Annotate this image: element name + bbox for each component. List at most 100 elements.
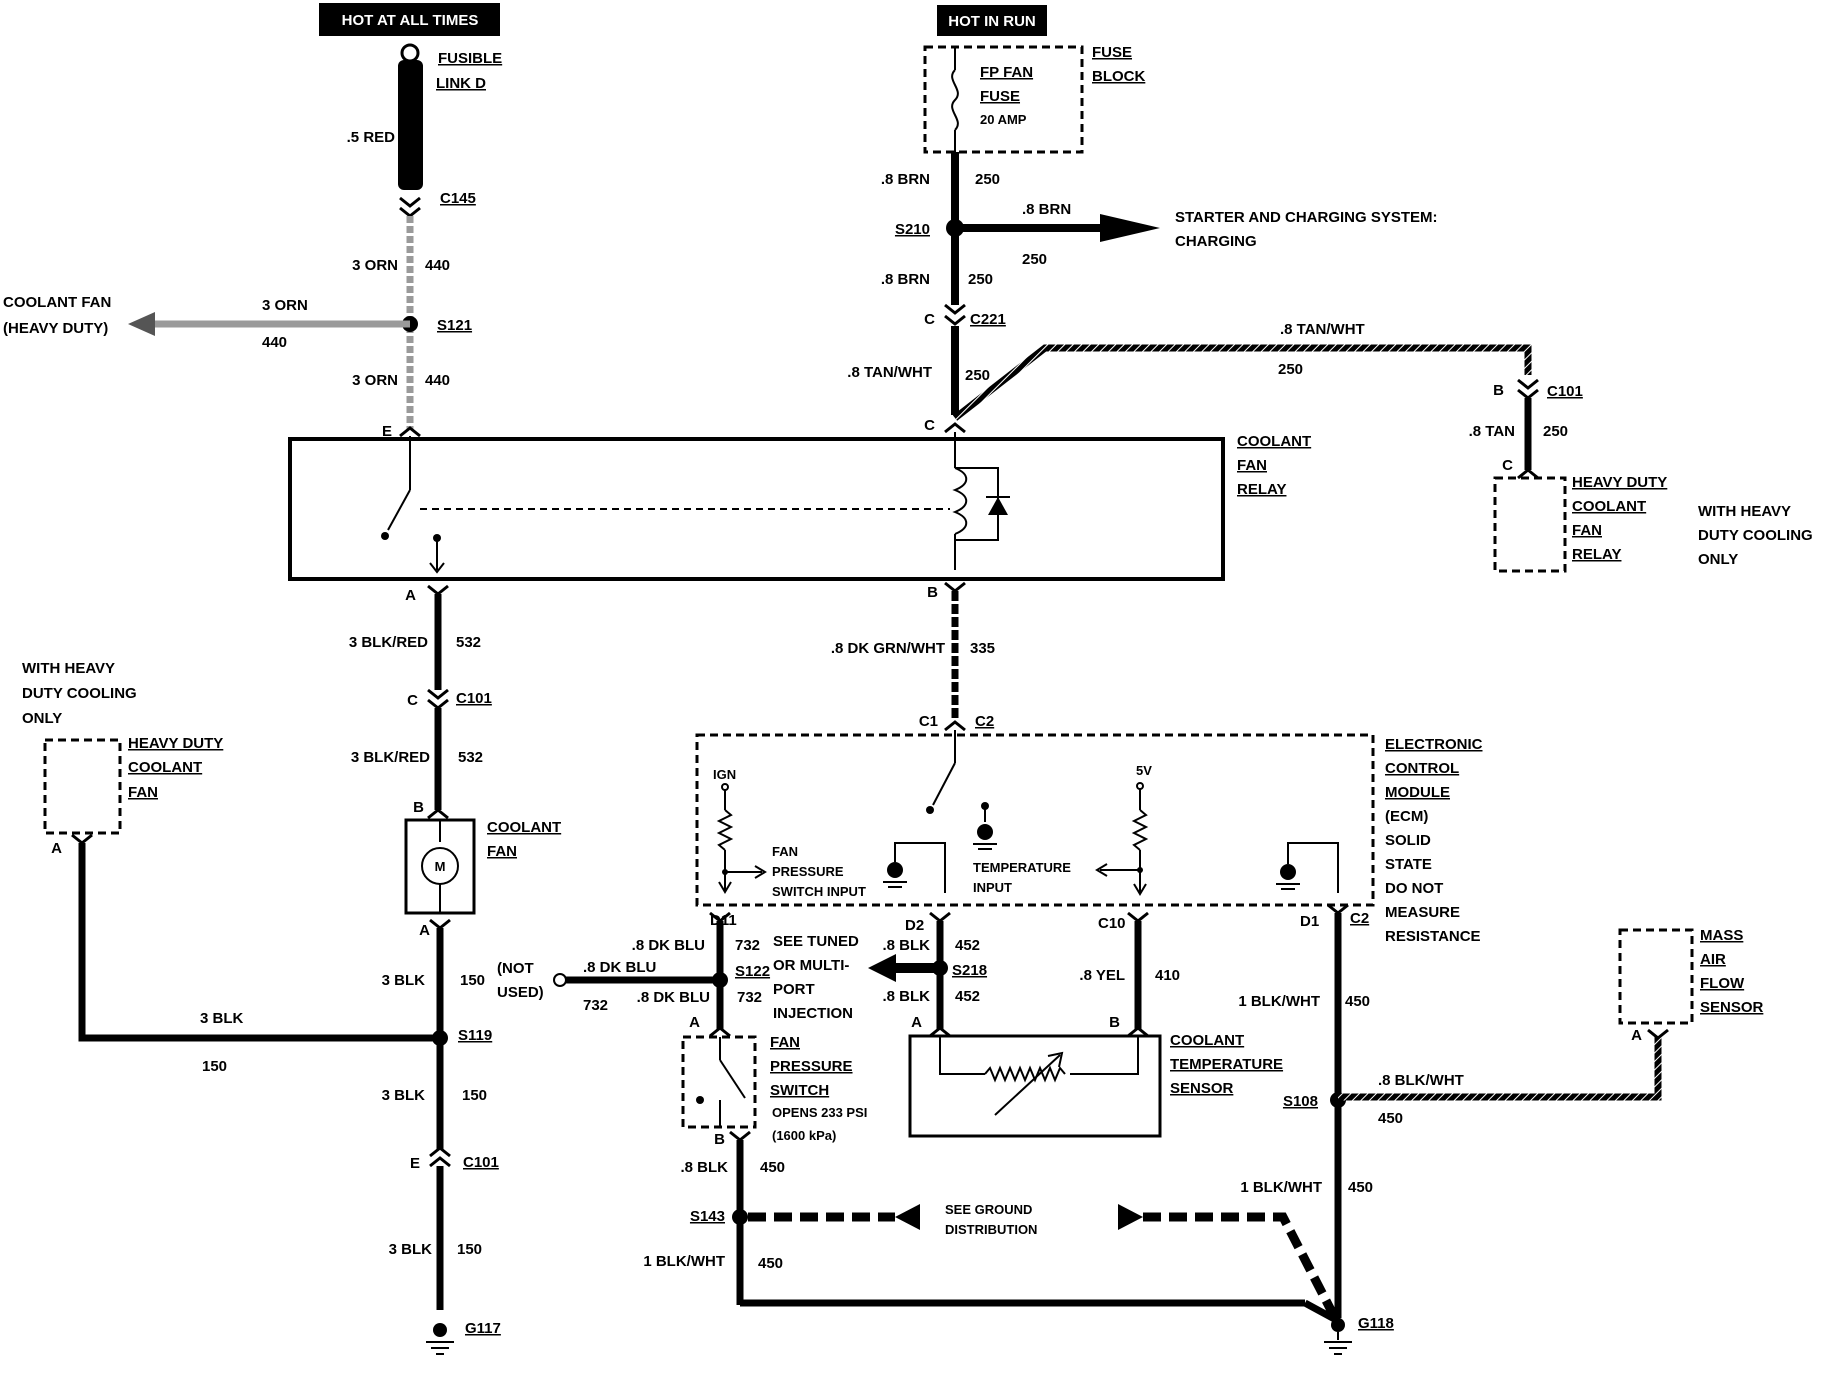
- hd-relay-label-1-label: HEAVY DUTY: [1572, 474, 1667, 491]
- fps-circuit-circuit-3-label: 450: [760, 1159, 785, 1176]
- arrow-left-icon: [868, 954, 896, 982]
- fan-circuit-circuit-2-label: 532: [458, 749, 483, 766]
- hd-relay-circuit-label: 250: [1543, 423, 1568, 440]
- hd-fan-note-2-label: DUTY COOLING: [22, 685, 137, 702]
- ground-g117: G117: [426, 1320, 501, 1355]
- cts-circuit-pin-a-label: A: [911, 1014, 922, 1031]
- heavy-duty-coolant-fan-relay: B C101 .8 TAN 250 C HEAVY DUTY COOLANT F…: [1469, 378, 1813, 573]
- fan-circuit-wire-2-label: 3 BLK/RED: [351, 749, 430, 766]
- fan-pressure-switch: FAN PRESSURE SWITCH OPENS 233 PSI (1600 …: [681, 1034, 867, 1143]
- fan-circuit-wire-3-label: 3 BLK: [382, 972, 426, 989]
- fan-circuit-connector-label: C101: [456, 690, 492, 707]
- ecm-label-4-label: (ECM): [1385, 808, 1428, 825]
- relay-label-3-label: RELAY: [1237, 481, 1286, 498]
- fps-circuit-branch-circuit-label: 732: [583, 997, 608, 1014]
- fan-circuit-motor-label: M: [435, 859, 446, 874]
- fps-circuit-splice-label: S122: [735, 963, 770, 980]
- ecm-fps-3-label: SWITCH INPUT: [772, 884, 866, 899]
- cts-circuit-label-1-label: COOLANT: [1170, 1032, 1244, 1049]
- fuse-block-name-1-label: FUSE: [1092, 44, 1132, 61]
- left-feed-wire-label: 3 ORN: [352, 372, 398, 389]
- fan-circuit-wire-5-label: 3 BLK: [389, 1241, 433, 1258]
- wire-250-tan-wht: [952, 344, 1532, 421]
- center-feed-circuit-b-label: 250: [968, 271, 993, 288]
- fan-circuit-wire-4-label: 3 BLK: [382, 1087, 426, 1104]
- heavy-duty-coolant-fan: WITH HEAVY DUTY COOLING ONLY HEAVY DUTY …: [22, 660, 223, 857]
- coolant-fan-relay: COOLANT FAN RELAY: [288, 432, 1311, 581]
- center-feed-branch-wire-label: .8 TAN/WHT: [1280, 321, 1365, 338]
- fps-circuit-splice-2-label: S143: [690, 1208, 725, 1225]
- fps-circuit-label-2-label: PRESSURE: [770, 1058, 853, 1075]
- ground-circuit-splice-label: S108: [1283, 1093, 1318, 1110]
- ecm-label-1-label: ELECTRONIC: [1385, 736, 1483, 753]
- arrow-left-icon: [128, 312, 155, 336]
- ecm-temp-1-label: TEMPERATURE: [973, 860, 1071, 875]
- fps-circuit-wire-3-label: .8 BLK: [680, 1159, 728, 1176]
- cts-circuit-splice-label: S218: [952, 962, 987, 979]
- fan-circuit-circuit-4-label: 150: [462, 1087, 487, 1104]
- fusible-link-d: FUSIBLE LINK D .5 RED C145: [347, 43, 502, 218]
- fuse-block-fuse-1-label: FP FAN: [980, 64, 1033, 81]
- fps-circuit-spec-2-label: (1600 kPa): [772, 1128, 836, 1143]
- hd-fan-pin-label: A: [51, 840, 62, 857]
- ecm-fps-2-label: PRESSURE: [772, 864, 844, 879]
- fan-circuit-circuit-5-label: 150: [457, 1241, 482, 1258]
- center-feed-charging-wire-label: .8 BRN: [1022, 201, 1071, 218]
- ecm-pin-c2-label: C2: [1350, 910, 1369, 927]
- cts-circuit-circuit-1-label: 452: [955, 937, 980, 954]
- fps-circuit-label-3-label: SWITCH: [770, 1082, 829, 1099]
- ground-circuit-maf-circuit-label: 450: [1378, 1110, 1403, 1127]
- hd-relay-label-3-label: FAN: [1572, 522, 1602, 539]
- cts-circuit-wire-2-label: .8 BLK: [882, 988, 930, 1005]
- left-feed-splice-label: S121: [437, 317, 472, 334]
- fps-circuit-not-used-1-label: (NOT: [497, 960, 534, 977]
- left-feed-relay-pin-label: E: [382, 423, 392, 440]
- center-feed-circuit-a-label: 250: [975, 171, 1000, 188]
- ecm-pin-d2-label: D2: [905, 917, 924, 934]
- hd-fan-label-1-label: HEAVY DUTY: [128, 735, 223, 752]
- fan-circuit-ground-label: G117: [465, 1320, 501, 1337]
- fps-circuit-see-3-label: PORT: [773, 981, 815, 998]
- fuse-block: FUSE BLOCK FP FAN FUSE 20 AMP: [923, 44, 1145, 154]
- ecm-note-5-label: RESISTANCE: [1385, 928, 1481, 945]
- fan-circuit-fan-pin-a-label: A: [419, 922, 430, 939]
- electronic-control-module: IGN FAN PRESSURE SWITCH INPUT TEMPERATUR…: [695, 730, 1483, 945]
- ecm-pin-c10-label: C10: [1098, 915, 1126, 932]
- left-feed-wire-label: 3 ORN: [352, 257, 398, 274]
- ecm-ign-label: IGN: [713, 767, 736, 782]
- cts-circuit-pin-b-label: B: [1109, 1014, 1120, 1031]
- center-feed-relay-pin-label: C: [924, 417, 935, 434]
- center-feed-circuit-c-label: 250: [965, 367, 990, 384]
- ground-note-line-2-label: DISTRIBUTION: [945, 1222, 1037, 1237]
- cts-circuit-label-3-label: SENSOR: [1170, 1080, 1234, 1097]
- power-hot-at-all-times-label: HOT AT ALL TIMES: [342, 12, 479, 29]
- center-feed-wire-b-label: .8 BRN: [881, 271, 930, 288]
- ground-circuit-wire-2-label: 1 BLK/WHT: [1240, 1179, 1322, 1196]
- fps-circuit-label-1-label: FAN: [770, 1034, 800, 1051]
- center-feed-connector-label: C221: [970, 311, 1006, 328]
- ecm-temp-2-label: INPUT: [973, 880, 1012, 895]
- left-feed-circuit-label: 440: [425, 372, 450, 389]
- ground-circuit-circuit-1-label: 450: [1345, 993, 1370, 1010]
- hd-relay-conn-pin-label: B: [1493, 382, 1504, 399]
- hd-relay-note-2-label: DUTY COOLING: [1698, 527, 1813, 544]
- center-feed-splice-label: S210: [895, 221, 930, 238]
- maf-pin-label: A: [1631, 1027, 1642, 1044]
- hot-in-run-header: HOT IN RUN: [937, 5, 1047, 36]
- ecm-label-3-label: MODULE: [1385, 784, 1450, 801]
- fps-circuit-see-4-label: INJECTION: [773, 1005, 853, 1022]
- ecm-v5-label: 5V: [1136, 763, 1152, 778]
- fan-circuit-conn-pin-label: C: [407, 692, 418, 709]
- relay-pin-a-label: A: [405, 587, 416, 604]
- relay-label-2-label: FAN: [1237, 457, 1267, 474]
- fps-circuit-circuit-4-label: 450: [758, 1255, 783, 1272]
- coolant-fan-motor: M COOLANT FAN: [404, 818, 561, 915]
- hd-fan-label-2-label: COOLANT: [128, 759, 202, 776]
- hd-relay-label-2-label: COOLANT: [1572, 498, 1646, 515]
- fps-circuit-branch-wire-label: .8 DK BLU: [583, 959, 656, 976]
- center-feed-branch-circuit-label: 250: [1278, 361, 1303, 378]
- ecm-pin-d1-label: D1: [1300, 913, 1319, 930]
- ecm-note-2-label: STATE: [1385, 856, 1432, 873]
- fusible-link-name-2-label: LINK D: [436, 75, 486, 92]
- hd-relay-wire-label: .8 TAN: [1469, 423, 1515, 440]
